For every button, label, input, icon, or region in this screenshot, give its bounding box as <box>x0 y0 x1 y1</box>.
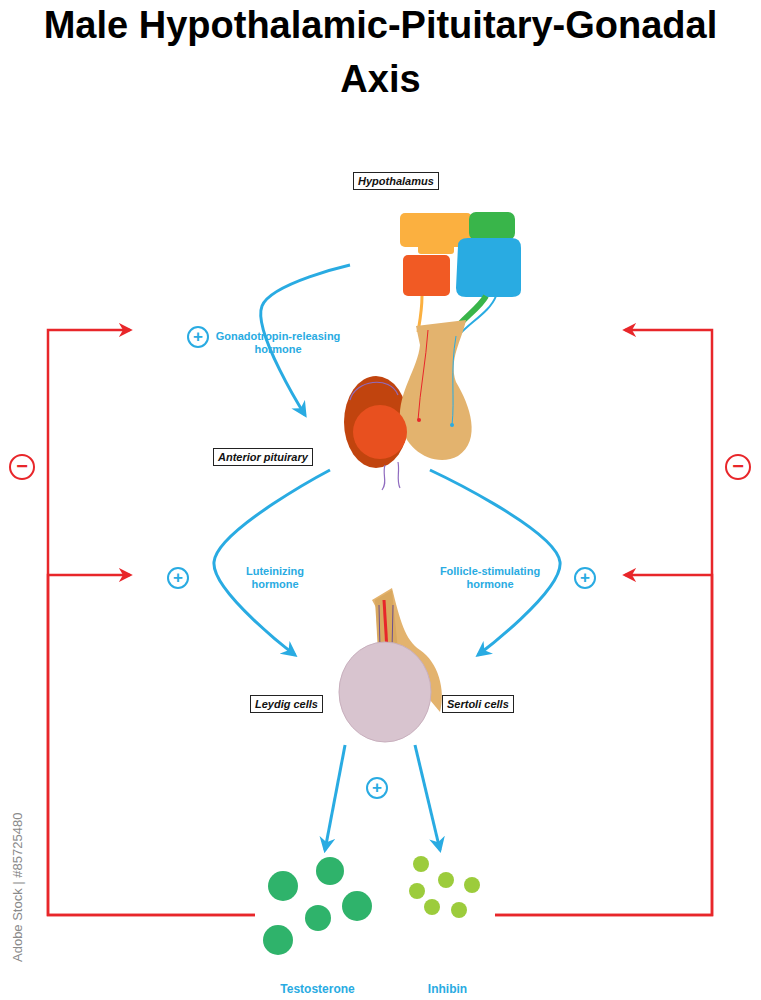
inhibition-sign: − <box>725 454 751 480</box>
stimulation-sign: + <box>366 777 388 799</box>
nucleus-shape <box>418 240 454 254</box>
hormone-label: Luteinizing hormone <box>235 565 315 591</box>
testis-illustration <box>339 588 442 742</box>
feedback-arrow <box>48 330 255 915</box>
testosterone-molecule <box>268 871 298 901</box>
inhibin-molecule <box>464 877 480 893</box>
hormone-label: Gonadotropin-releasing hormone <box>211 330 346 356</box>
watermark: Adobe Stock | #85725480 <box>10 813 26 962</box>
inhibin-molecule <box>451 902 467 918</box>
stimulation-sign: + <box>187 326 209 348</box>
pituitary-illustration <box>344 320 472 490</box>
testis-body <box>339 642 431 742</box>
anterior-lobe <box>344 376 408 468</box>
hypothalamus-illustration <box>400 212 521 336</box>
stimulation-arrow <box>415 745 440 850</box>
feedback-arrow <box>48 575 255 915</box>
vessel-dot <box>450 423 454 427</box>
inhibin-molecule <box>424 899 440 915</box>
testosterone-molecule <box>305 905 331 931</box>
node-label: Hypothalamus <box>353 172 439 190</box>
stimulation-arrow <box>325 745 345 850</box>
anterior-lobe-core <box>353 405 407 459</box>
posterior-lobe <box>400 320 472 460</box>
nucleus-shape <box>456 238 521 297</box>
diagram-title: Male Hypothalamic-Pituitary-Gonadal Axis <box>0 0 761 106</box>
nucleus-shape <box>403 255 450 296</box>
inhibition-sign: − <box>9 454 35 480</box>
hormone-molecules <box>263 856 480 955</box>
stimulation-arrow <box>430 470 560 655</box>
stimulation-sign: + <box>167 567 189 589</box>
hormone-name: Testosterone <box>255 982 380 996</box>
feedback-arrow <box>495 575 712 915</box>
hormone-name: Inhibin <box>400 982 495 996</box>
node-label: Leydig cells <box>250 695 323 713</box>
portal-vessel <box>350 382 400 490</box>
organ-region: Anterior pituirary <box>305 330 475 470</box>
hormone-group: Testosterone <box>255 850 380 1000</box>
inhibin-molecule <box>413 856 429 872</box>
nerve-fiber <box>452 336 456 425</box>
testosterone-molecule <box>263 925 293 955</box>
testosterone-molecule <box>342 891 372 921</box>
inhibin-molecule <box>438 872 454 888</box>
testosterone-molecule <box>316 857 344 885</box>
cell-region: Leydig cells <box>250 655 390 745</box>
inhibin-molecule <box>409 883 425 899</box>
hormone-label: Follicle-stimulating hormone <box>435 565 545 591</box>
neuron-fiber <box>458 296 496 336</box>
cell-region: Sertoli cells <box>390 655 525 745</box>
blood-vessel <box>418 330 428 420</box>
node-label: Sertoli cells <box>442 695 514 713</box>
hormone-group: Inhibin <box>400 850 495 1000</box>
organ-region: Hypothalamus <box>350 170 520 300</box>
nucleus-shape <box>469 212 515 240</box>
stimulation-arrow <box>214 470 330 655</box>
node-label: Anterior pituirary <box>213 448 313 466</box>
stimulation-sign: + <box>574 567 596 589</box>
feedback-arrow <box>495 330 712 915</box>
vessel-dot <box>417 418 421 422</box>
